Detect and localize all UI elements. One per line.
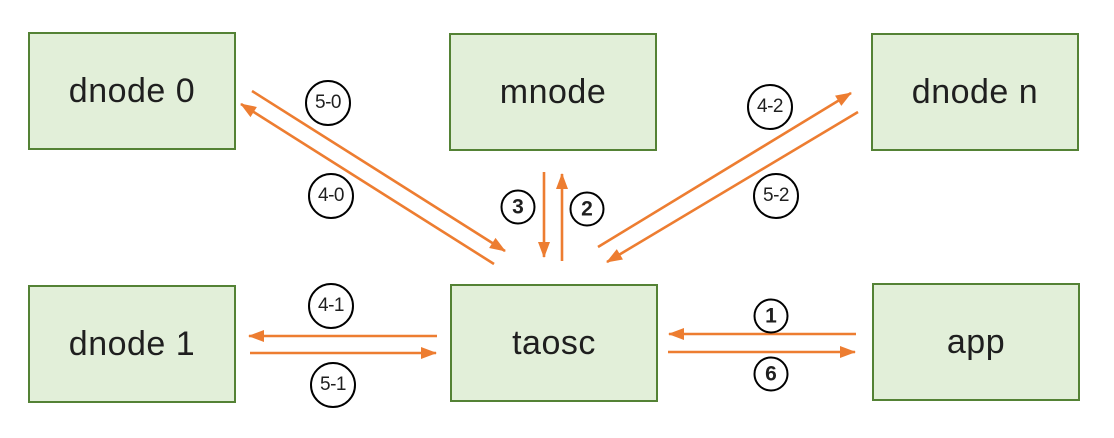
edge-label-4-0: 4-0: [308, 173, 354, 219]
node-dnode-n: dnode n: [871, 33, 1079, 151]
edge-label-4-1: 4-1: [308, 283, 354, 329]
node-dnode-0-label: dnode 0: [68, 71, 196, 110]
node-dnode-0: dnode 0: [28, 32, 236, 150]
node-app-label: app: [946, 322, 1006, 361]
edge-label-5-1: 5-1: [310, 362, 356, 408]
edge-label-5-0: 5-0: [305, 80, 351, 126]
node-mnode: mnode: [449, 33, 657, 151]
edge-label-4-2: 4-2: [747, 84, 793, 130]
node-dnode-1-label: dnode 1: [68, 324, 196, 363]
node-app: app: [872, 283, 1080, 401]
edge-label-6: 6: [753, 356, 789, 392]
node-dnode-1: dnode 1: [28, 285, 236, 403]
node-dnode-n-label: dnode n: [911, 72, 1039, 111]
arrow-taosc-to-dnoden: [597, 91, 852, 249]
edge-label-5-2: 5-2: [753, 173, 799, 219]
node-mnode-label: mnode: [499, 72, 607, 111]
arrow-taosc-to-dnode0: [240, 102, 495, 266]
edge-label-1: 1: [753, 298, 789, 334]
arrow-dnode0-to-taosc: [251, 89, 506, 253]
arrow-dnoden-to-taosc: [606, 110, 859, 264]
node-taosc-label: taosc: [512, 323, 596, 362]
edge-label-2: 2: [569, 191, 605, 227]
node-taosc: taosc: [450, 284, 658, 402]
edge-label-3: 3: [500, 189, 536, 225]
